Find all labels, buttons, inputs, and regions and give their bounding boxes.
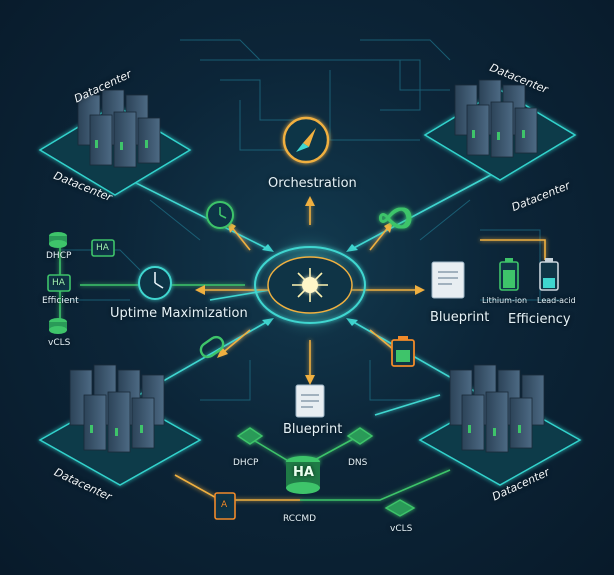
a-badge (214, 492, 236, 520)
battery-icon-lithium (499, 258, 519, 291)
blueprint-right-label: Blueprint (430, 310, 490, 325)
uptime-maximization-label: Uptime Maximization (110, 306, 248, 321)
vcls-bottom-label: vCLS (390, 524, 413, 534)
datacenter-bottom-left (38, 364, 202, 486)
database-icon-ha-bottom (286, 456, 320, 494)
dhcp-left-label: DHCP (46, 251, 72, 261)
datacenter-bottom-right (418, 364, 582, 486)
clock-icon-uptime (138, 266, 172, 300)
a-badge-label: A (221, 500, 228, 510)
database-icon-dhcp-left (49, 232, 67, 248)
database-icon-vcls-left (49, 318, 67, 334)
vcls-left-label: vCLS (48, 338, 71, 348)
battery-icon-lead (539, 258, 559, 291)
dhcp-bottom-label: DHCP (233, 458, 259, 468)
clock-icon (206, 201, 234, 229)
blueprint-bottom-label: Blueprint (283, 422, 343, 437)
efficiency-label: Efficiency (508, 312, 571, 327)
compass-icon (282, 116, 330, 164)
link-icon (199, 335, 225, 359)
dns-bottom-label: DNS (348, 458, 368, 468)
ha-badge-left (91, 239, 115, 257)
chip-icon-dns-bottom (346, 427, 374, 445)
sun-core-icon (252, 227, 368, 343)
circuit-lines (60, 39, 560, 401)
orchestration-label: Orchestration (268, 176, 357, 191)
datacenter-top-left (38, 89, 192, 196)
chip-icon-vcls-bottom (384, 499, 416, 517)
ha-badge-left-2 (47, 274, 71, 292)
ha-left-label: HA (96, 243, 109, 253)
battery-icon-orange (391, 336, 415, 367)
document-icon-bottom (295, 384, 325, 418)
rccmd-label: RCCMD (283, 514, 317, 524)
ha-left-label-2: HA (52, 278, 65, 288)
infinity-icon (379, 207, 412, 229)
chip-icon-dhcp-bottom (236, 427, 264, 445)
efficient-label: Efficient (42, 296, 79, 306)
lithium-ion-label: Lithium-ion (482, 296, 528, 305)
datacenter-top-right (423, 79, 577, 181)
ha-bottom-label: HA (293, 465, 314, 480)
lead-acid-label: Lead-acid (537, 296, 576, 305)
document-icon-right (431, 261, 465, 299)
